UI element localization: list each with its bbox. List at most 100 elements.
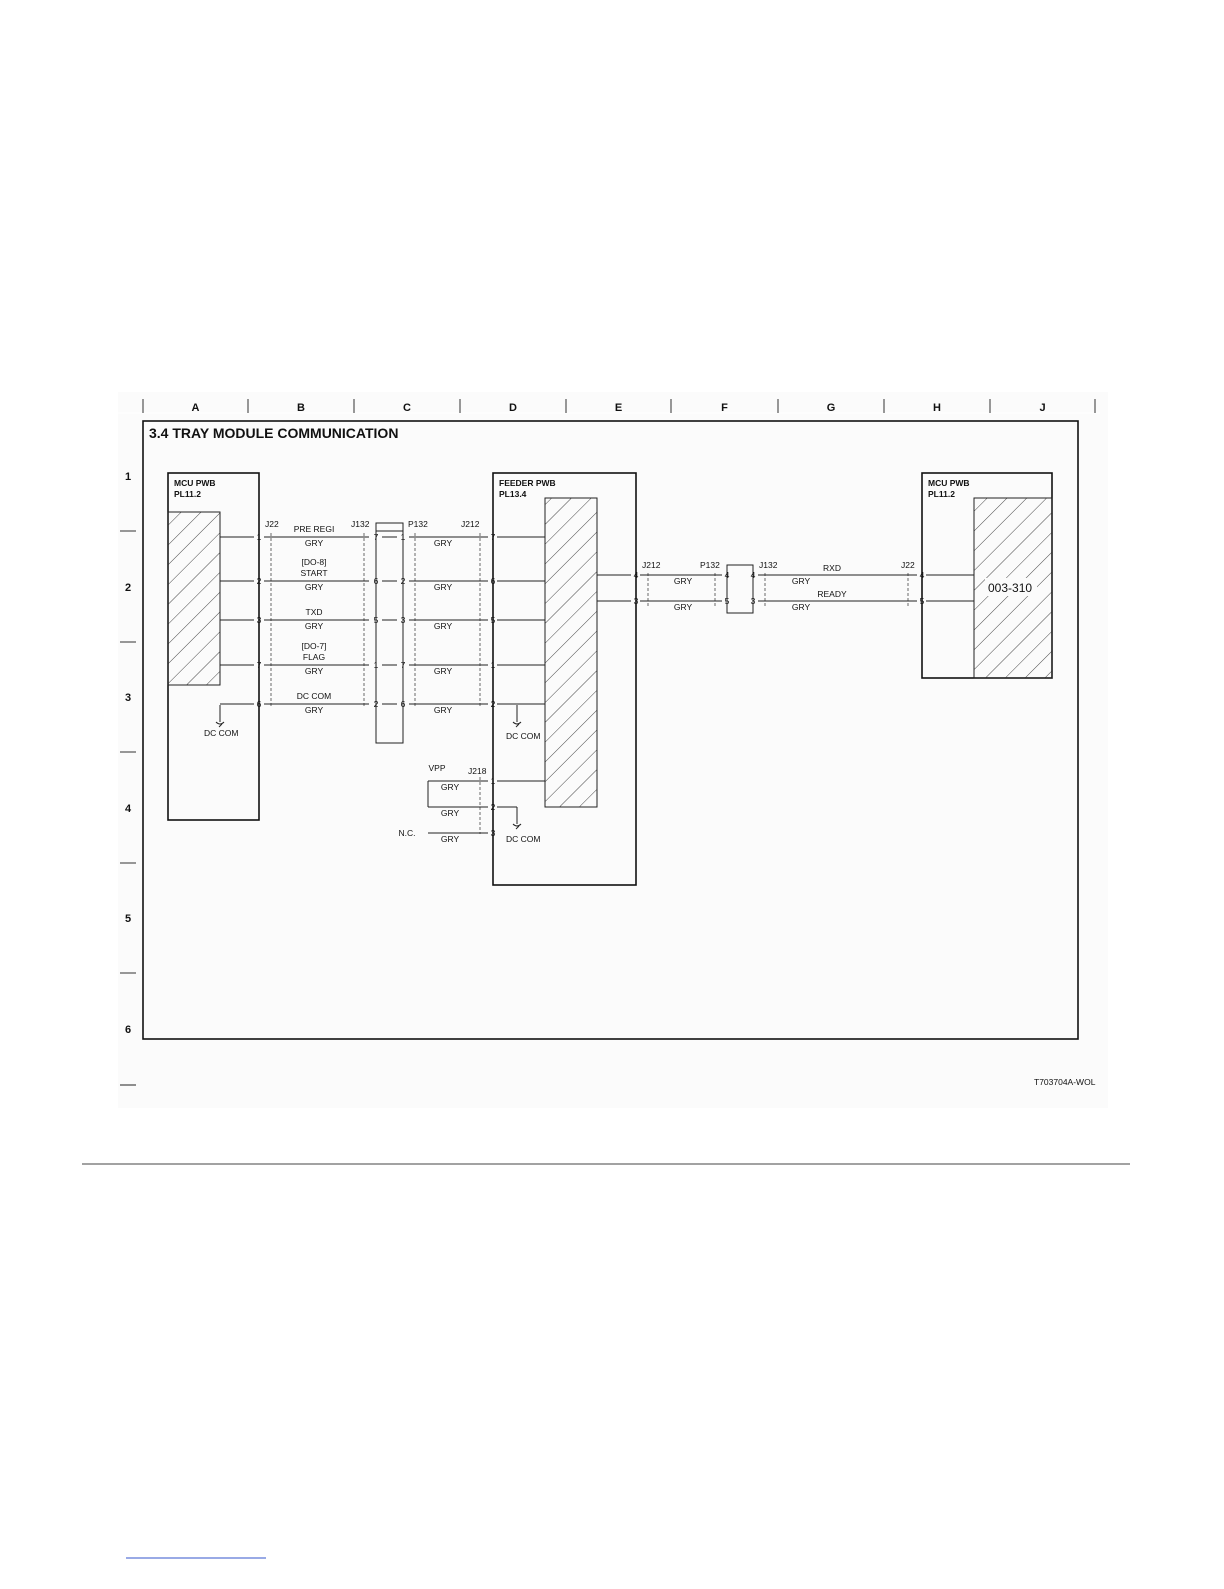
row-label-4: 4	[125, 803, 132, 815]
column-label-a: A	[192, 402, 200, 414]
signal-tag: [DO-8]	[301, 557, 326, 567]
pin-j212: 3	[634, 596, 639, 606]
j212-right-label: J212	[642, 560, 661, 570]
signal-label: PRE REGI	[294, 524, 335, 534]
column-label-c: C	[403, 402, 411, 414]
figure-id: T703704A-WOL	[1034, 1077, 1096, 1087]
wire-color: GRY	[792, 602, 811, 612]
pin-j132: 4	[751, 570, 756, 580]
pin-j212: 4	[634, 570, 639, 580]
row-label-2: 2	[125, 582, 131, 594]
wire-color: GRY	[305, 582, 324, 592]
signal-label: TXD	[306, 607, 323, 617]
wire-color: GRY	[434, 666, 453, 676]
row-label-5: 5	[125, 913, 131, 925]
diagram-title: 3.4 TRAY MODULE COMMUNICATION	[149, 425, 398, 441]
mcu-left-ref: PL11.2	[174, 489, 201, 499]
pin-j22: 3	[257, 615, 262, 625]
pin-j218: 1	[491, 776, 496, 786]
p132-j132-right-housing	[726, 564, 754, 614]
wire-color: GRY	[441, 782, 460, 792]
pin-p132: 6	[401, 699, 406, 709]
j218-label: J218	[468, 766, 487, 776]
pin-j212: 2	[491, 699, 496, 709]
main-frame	[142, 420, 1079, 1040]
column-label-f: F	[721, 402, 728, 414]
ground-symbol-feeder	[512, 705, 522, 728]
row-label-6: 6	[125, 1024, 131, 1036]
pin-j132: 7	[374, 532, 379, 542]
pin-j132: 2	[374, 699, 379, 709]
wire-color: GRY	[434, 538, 453, 548]
wire-color: GRY	[434, 705, 453, 715]
signal-label: READY	[817, 589, 847, 599]
pin-p132: 4	[725, 570, 730, 580]
wire-color: GRY	[305, 666, 324, 676]
dc-com-j218: DC COM	[506, 834, 540, 844]
left-wires: 1 7 1 7 PRE REGI GRY GRY 2 6 2 6 START[DO-8] GRY GRY 3…	[220, 524, 545, 715]
pin-j22: 1	[257, 532, 262, 542]
pin-j132: 3	[751, 596, 756, 606]
column-label-d: D	[509, 402, 517, 414]
j132-p132-housing	[375, 522, 404, 744]
mcu-left-name: MCU PWB	[174, 478, 216, 488]
column-label-j: J	[1039, 402, 1045, 414]
column-label-e: E	[615, 402, 622, 414]
pin-j212: 7	[491, 532, 496, 542]
diagram-panel	[118, 392, 1108, 1108]
signal-label: RXD	[823, 563, 841, 573]
pin-j218: 2	[491, 802, 496, 812]
j22-right-label: J22	[901, 560, 915, 570]
ground-symbol-j218	[512, 807, 522, 830]
wire-color: GRY	[792, 576, 811, 586]
column-label-h: H	[933, 402, 941, 414]
p132-right-label: P132	[700, 560, 720, 570]
wire-flag: 7 1 7 1 FLAG[DO-7] GRY GRY	[220, 641, 545, 676]
feeder-hatch	[544, 497, 598, 808]
pin-p132: 7	[401, 660, 406, 670]
mcu-left-hatch	[167, 511, 221, 686]
signal-label: START	[300, 568, 327, 578]
wire-color: GRY	[305, 705, 324, 715]
j132-right-label: J132	[759, 560, 778, 570]
j132-left-label: J132	[351, 519, 370, 529]
pin-j22: 2	[257, 576, 262, 586]
dc-com-left: DC COM	[204, 728, 238, 738]
pin-j22: 4	[920, 570, 925, 580]
pin-j132: 1	[374, 660, 379, 670]
pin-j22: 5	[920, 596, 925, 606]
pin-j218: 3	[491, 828, 496, 838]
pin-j22: 7	[257, 660, 262, 670]
wire-color: GRY	[674, 576, 693, 586]
j212-left-label: J212	[461, 519, 480, 529]
signal-tag: [DO-7]	[301, 641, 326, 651]
dc-com-feeder: DC COM	[506, 731, 540, 741]
pin-j132: 5	[374, 615, 379, 625]
pin-p132: 1	[401, 532, 406, 542]
ground-symbol-left	[215, 705, 225, 728]
column-label-g: G	[827, 402, 836, 414]
wire-color: GRY	[305, 621, 324, 631]
pin-j212: 1	[491, 660, 496, 670]
wire-color: GRY	[441, 834, 460, 844]
pin-j132: 6	[374, 576, 379, 586]
wire-color: GRY	[441, 808, 460, 818]
pin-p132: 3	[401, 615, 406, 625]
signal-label: FLAG	[303, 652, 325, 662]
wire-label-nc: N.C.	[399, 828, 416, 838]
pin-j212: 5	[491, 615, 496, 625]
wire-color: GRY	[434, 582, 453, 592]
feeder-board	[492, 472, 637, 886]
column-label-b: B	[297, 402, 305, 414]
